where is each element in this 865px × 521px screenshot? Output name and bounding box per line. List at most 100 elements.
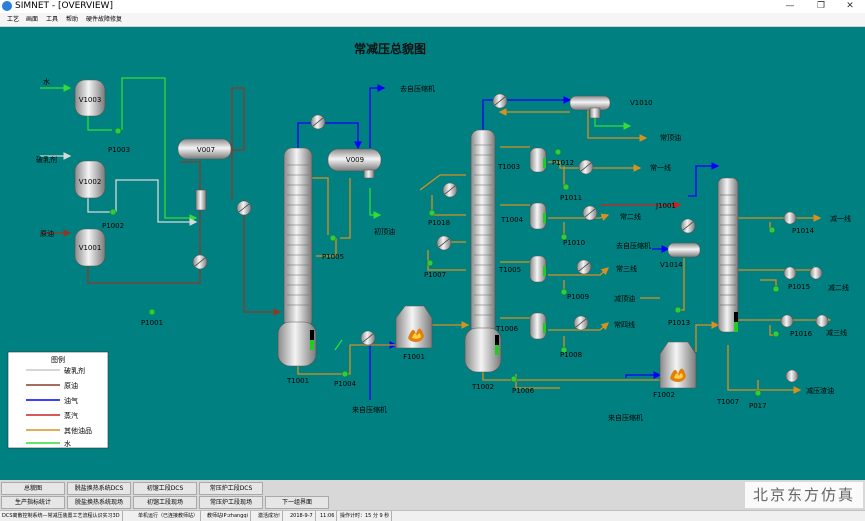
- vessel-v1002[interactable]: V1002: [74, 160, 106, 199]
- stripper-t1004[interactable]: T1004: [500, 202, 547, 230]
- heat-exchanger[interactable]: [783, 211, 797, 225]
- vessel-v1001[interactable]: V1001: [74, 228, 106, 267]
- nav-overview-button[interactable]: 总貌图: [1, 482, 65, 495]
- menu-help[interactable]: 帮助: [66, 16, 79, 23]
- stripper-t1003[interactable]: T1003: [497, 147, 547, 173]
- stripper-t1004-label: T1004: [500, 216, 524, 224]
- pump-p1016[interactable]: [772, 330, 780, 338]
- pipe-crude-v007: [180, 161, 201, 190]
- nav-initial-field-button[interactable]: 初馏工段现场: [133, 496, 197, 509]
- pump-p1008[interactable]: [560, 346, 568, 354]
- nav-next-group-button[interactable]: 下一组界面: [265, 496, 329, 509]
- pump-p1012[interactable]: [554, 148, 562, 156]
- stream-atm-line2-label: 常二线: [620, 212, 641, 221]
- nav-desalting-dcs-button[interactable]: 脱盐换热系统DCS: [67, 482, 131, 495]
- stripper-t1005[interactable]: T1005: [498, 255, 547, 283]
- minimize-button[interactable]: —: [785, 1, 795, 11]
- pump-p1001-label: P1001: [141, 319, 163, 327]
- stream-reduced-top-oil-label: 减顶油: [614, 294, 635, 303]
- title-bar: SIMNET - [OVERVIEW] — ❐ ✕: [0, 0, 865, 13]
- vessel-v1010[interactable]: V1010: [569, 95, 653, 119]
- nav-production-stats-button[interactable]: 生产指标统计: [1, 496, 65, 509]
- stream-atm-top-oil-label: 常顶油: [660, 133, 681, 142]
- pipe-oil-p1005-out: [316, 238, 337, 257]
- tower-t1007[interactable]: T1007: [716, 177, 739, 406]
- stream-initial-top-oil-label: 初顶油: [374, 227, 395, 236]
- vessel-v009-label: V009: [346, 156, 364, 164]
- legend: 图例 破乳剂 原油 油气 蒸汽 其他油品 水: [7, 351, 109, 449]
- vessel-v009[interactable]: V009: [327, 148, 382, 179]
- stripper-t1006[interactable]: T1006: [495, 312, 547, 340]
- pipes: [40, 77, 832, 400]
- stream-vac-line1-label: 减一线: [830, 214, 851, 223]
- menu-screen[interactable]: 画面: [26, 16, 39, 23]
- stream-from-compressor-2-label: 来自压缩机: [608, 413, 643, 422]
- pump-p1003[interactable]: [114, 127, 122, 135]
- menu-process[interactable]: 工艺: [7, 16, 20, 23]
- stream-vac-line3-label: 减三线: [826, 328, 847, 337]
- navigation-panel: 总貌图 脱盐换热系统DCS 初馏工段DCS 常压炉工段DCS 生产指标统计 脱盐…: [0, 480, 865, 510]
- pump-p1010[interactable]: [560, 233, 568, 241]
- furnace-f1001[interactable]: F1001: [395, 305, 433, 361]
- pipe-oil-line2: [548, 213, 610, 221]
- pump-p1007[interactable]: [426, 259, 434, 267]
- stream-atm-line3-label: 常三线: [616, 264, 637, 273]
- legend-label-gas: 油气: [64, 396, 78, 405]
- tower-t1002[interactable]: T1002: [464, 129, 502, 391]
- heat-exchanger[interactable]: [815, 314, 829, 328]
- pump-p1005-label: P1005: [322, 253, 344, 261]
- nav-atm-furnace-field-button[interactable]: 常压炉工段现场: [199, 496, 263, 509]
- pump-p1003-label: P1003: [108, 146, 130, 154]
- status-activation: 激活成功!: [256, 511, 284, 521]
- pump-p017[interactable]: [754, 389, 762, 397]
- pump-p1006[interactable]: [510, 375, 518, 383]
- heat-exchanger[interactable]: [809, 266, 823, 280]
- vessel-v007[interactable]: V007: [177, 138, 232, 160]
- status-time: 11:06: [318, 511, 338, 521]
- heat-exchanger[interactable]: [785, 369, 799, 383]
- furnace-f1001-label: F1001: [403, 353, 425, 361]
- legend-label-demulsifier: 破乳剂: [64, 366, 85, 375]
- nav-desalting-field-button[interactable]: 脱盐换热系统现场: [67, 496, 131, 509]
- pump-p1008-label: P1008: [560, 351, 582, 359]
- close-button[interactable]: ✕: [846, 1, 854, 11]
- menu-tools[interactable]: 工具: [46, 16, 59, 23]
- pipe-oil-p1007: [427, 250, 466, 271]
- heat-exchangers: [192, 93, 829, 383]
- vessel-v1003[interactable]: V1003: [74, 79, 106, 117]
- pump-p1016-label: P1016: [790, 330, 813, 338]
- menu-hardware-fault-repair[interactable]: 硬件故障修复: [86, 16, 123, 23]
- nav-atm-furnace-dcs-button[interactable]: 常压炉工段DCS: [199, 482, 263, 495]
- pump-p1001[interactable]: [148, 308, 156, 316]
- legend-label-water: 水: [64, 439, 71, 448]
- vessel-v1014[interactable]: V1014: [660, 242, 701, 269]
- furnace-f1002[interactable]: F1002: [653, 341, 697, 399]
- window-title: SIMNET - [OVERVIEW]: [15, 1, 113, 11]
- heat-exchanger[interactable]: [783, 266, 797, 280]
- pump-p1002[interactable]: [109, 208, 117, 216]
- pipe-oil-p1005: [340, 178, 351, 239]
- pump-p1004[interactable]: [341, 370, 349, 378]
- pump-p1013[interactable]: [674, 306, 682, 314]
- pump-p1015[interactable]: [772, 285, 780, 293]
- pump-p017-label: P017: [749, 402, 767, 410]
- pump-p1011[interactable]: [562, 183, 570, 191]
- tower-t1001[interactable]: T1001: [277, 147, 317, 385]
- heat-exchanger[interactable]: [780, 314, 794, 328]
- inlet-demulsifier-label: 破乳剂: [36, 155, 57, 164]
- diagram-title: 常减压总貌图: [354, 41, 426, 56]
- pipe-gas-t1007-top: [688, 162, 720, 197]
- pipe-oil-line4: [548, 322, 609, 331]
- stream-atm-line4-label: 常四线: [614, 320, 635, 329]
- pipe-gas-f1002: [625, 371, 662, 379]
- nav-initial-dcs-button[interactable]: 初馏工段DCS: [133, 482, 197, 495]
- pump-p1014[interactable]: [768, 226, 776, 234]
- pump-p1009[interactable]: [560, 288, 568, 296]
- pump-p1018[interactable]: [428, 209, 436, 217]
- pump-p1005[interactable]: [329, 234, 337, 242]
- pipe-gas-to-compressor: [369, 84, 386, 148]
- pump-p1013-label: P1013: [668, 319, 690, 327]
- pumps: [109, 127, 780, 397]
- maximize-button[interactable]: ❐: [816, 1, 826, 11]
- status-bar: DCS离散控制系统—常减压装置工艺流程认识实习3D 单机运行（已连接教师站） 教…: [0, 510, 865, 521]
